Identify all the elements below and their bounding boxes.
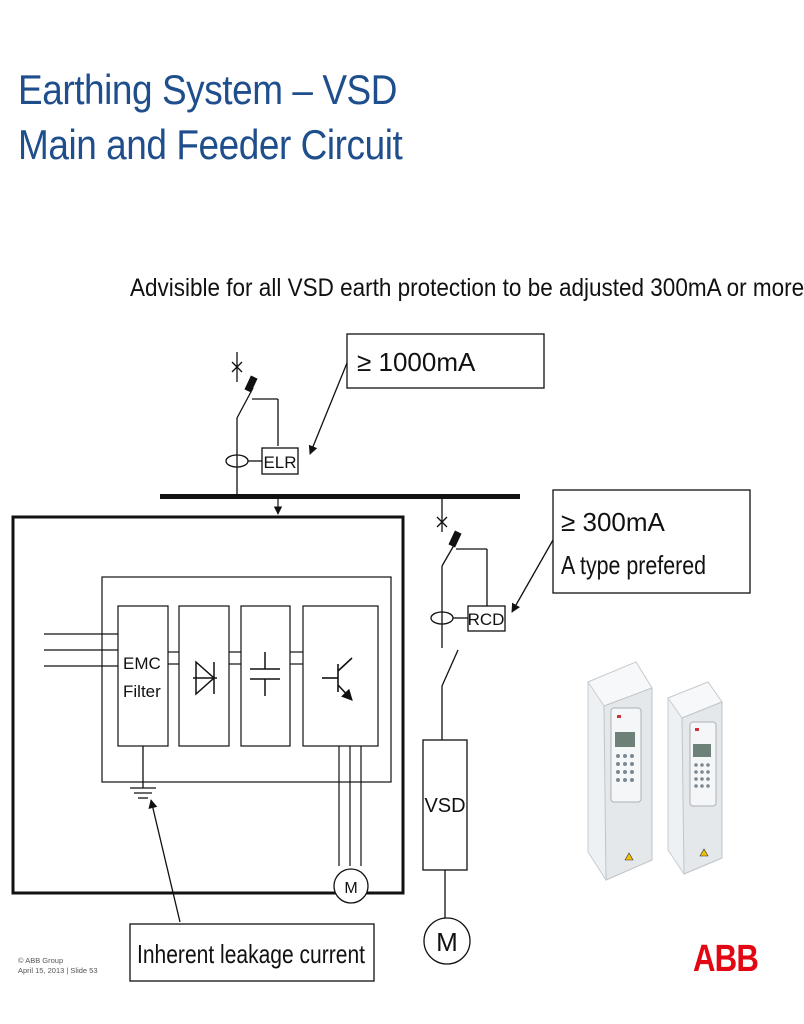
feeder-breaker: [436, 499, 488, 740]
motor-output-lines: [338, 746, 362, 866]
drive-unit-photo-small: [667, 681, 723, 875]
footer: © ABB Group April 15, 2013 | Slide 53: [18, 956, 98, 976]
feeder-setting-line2: A type prefered: [561, 550, 706, 580]
busbar: [160, 494, 520, 499]
main-setting-callout: [346, 333, 545, 389]
emc-filter-block: [117, 605, 169, 747]
elr-relay-box: [261, 447, 299, 475]
slide-title: Earthing System – VSD: [18, 66, 398, 113]
diode-icon: [193, 660, 217, 696]
transistor-icon: [322, 657, 353, 701]
input-lines: [44, 633, 118, 667]
rcd-relay-box: [467, 605, 506, 632]
rectifier-block: [178, 605, 230, 747]
earthing-diagram: ELR ≥ 1000mA EMC Filter: [11, 333, 751, 982]
abb-logo: ABB: [693, 938, 759, 980]
elr-label: ELR: [263, 453, 296, 472]
footer-date-slide: April 15, 2013 | Slide 53: [18, 966, 98, 975]
drive-enclosure: [11, 515, 405, 895]
feeder-callout-arrow: [511, 539, 554, 613]
main-setting-text: ≥ 1000mA: [357, 347, 476, 377]
emc-earth-symbol: [130, 746, 156, 799]
motor-large-label: M: [436, 927, 458, 957]
feeder-setting-line1: ≥ 300mA: [561, 507, 666, 537]
inverter-block: [302, 605, 379, 747]
vsd-box: [422, 739, 468, 871]
motor-small-label: M: [344, 880, 357, 897]
dc-link-block: [240, 605, 291, 747]
main-callout-arrow: [308, 362, 348, 455]
feeder-setting-callout: [552, 489, 751, 594]
motor-small: [333, 868, 369, 904]
leakage-text: Inherent leakage current: [137, 939, 366, 969]
advice-text: Advisible for all VSD earth protection t…: [130, 274, 804, 302]
slide-subtitle: Main and Feeder Circuit: [18, 121, 403, 168]
vsd-label: VSD: [424, 795, 465, 817]
drive-inner-frame: [101, 576, 392, 783]
emc-label: EMC: [123, 654, 161, 673]
capacitor-icon: [250, 652, 280, 696]
footer-copyright: © ABB Group: [18, 956, 64, 965]
main-breaker: [231, 352, 279, 497]
motor-large: [423, 917, 471, 965]
leakage-callout: [129, 923, 375, 982]
drive-unit-photo-large: [587, 661, 653, 881]
rcd-label: RCD: [468, 610, 505, 629]
filter-label: Filter: [123, 682, 161, 701]
leakage-callout-arrow: [148, 799, 181, 923]
